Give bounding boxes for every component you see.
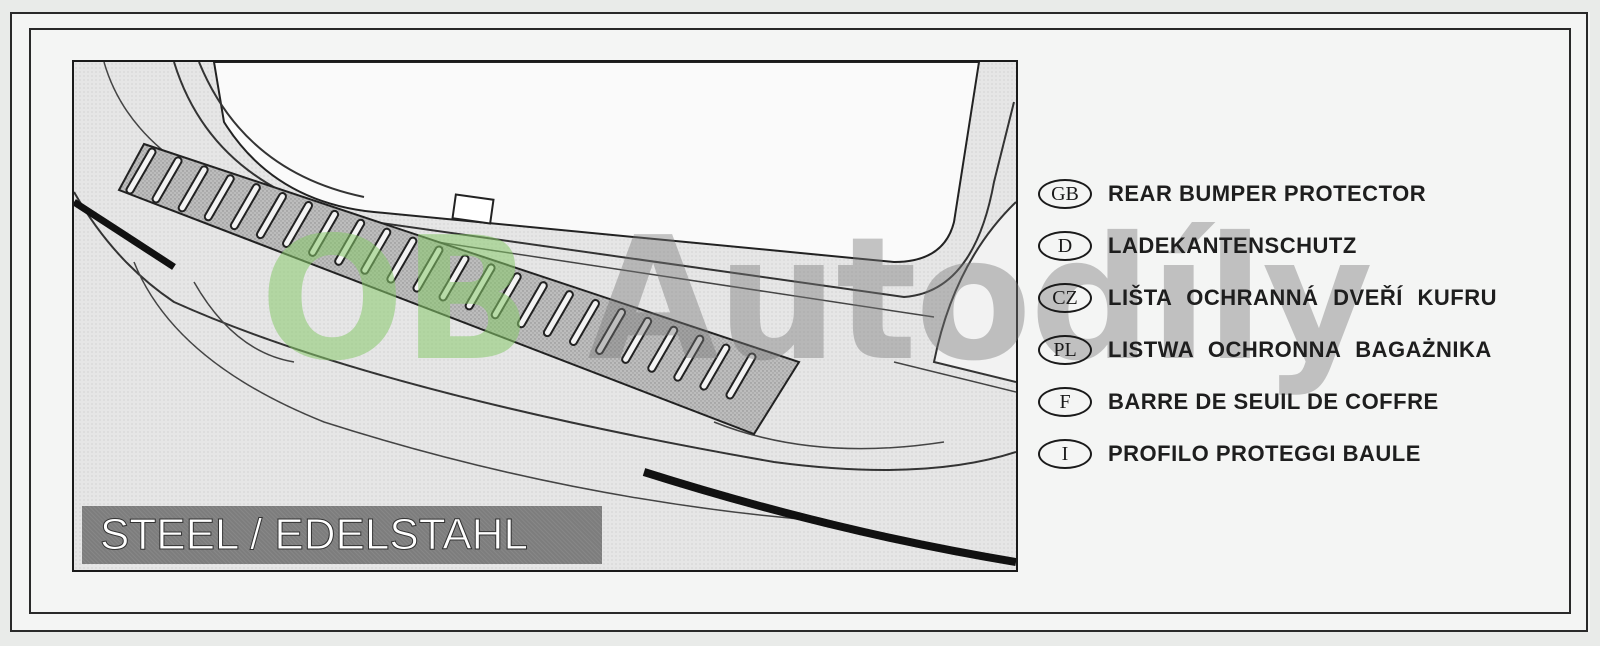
plate-slot-inner xyxy=(414,247,442,291)
plate-slot-inner xyxy=(597,309,625,353)
plate-slot-inner xyxy=(388,238,416,282)
legend-row-i: I PROFILO PROTEGGI BAULE xyxy=(1038,428,1578,480)
plate-slot-inner xyxy=(284,202,312,246)
lang-badge-gb: GB xyxy=(1038,179,1092,209)
bumper-illustration xyxy=(72,60,1018,572)
plate-slot-inner xyxy=(440,256,468,300)
material-label: STEEL / EDELSTAHL xyxy=(82,506,602,564)
plate-slot-inner xyxy=(675,336,703,380)
lang-badge-f: F xyxy=(1038,387,1092,417)
plate-slot-inner xyxy=(727,354,755,398)
plate-slot-inner xyxy=(336,220,364,264)
legend-text-gb: REAR BUMPER PROTECTOR xyxy=(1108,181,1427,206)
plate-slot-inner xyxy=(257,194,285,238)
language-legend: GB REAR BUMPER PROTECTOR D LADEKANTENSCH… xyxy=(1038,168,1578,480)
plate-slot-inner xyxy=(570,301,598,345)
plate-slot-inner xyxy=(544,292,572,336)
plate-slot-inner xyxy=(310,211,338,255)
car-rear-drawing xyxy=(74,62,1016,570)
legend-row-f: F BARRE DE SEUIL DE COFFRE xyxy=(1038,376,1578,428)
lang-badge-d: D xyxy=(1038,231,1092,261)
lang-badge-pl: PL xyxy=(1038,335,1092,365)
outer-frame xyxy=(10,12,1588,632)
inner-frame xyxy=(29,28,1571,614)
plate-slot-inner xyxy=(127,149,155,193)
legend-text-i: PROFILO PROTEGGI BAULE xyxy=(1108,441,1421,466)
legend-row-cz: CZ LIŠTA OCHRANNÁ DVEŘÍ KUFRU xyxy=(1038,272,1578,324)
legend-text-d: LADEKANTENSCHUTZ xyxy=(1108,233,1357,258)
plate-slot-inner xyxy=(205,176,233,220)
plate-slot-inner xyxy=(153,158,181,202)
legend-row-gb: GB REAR BUMPER PROTECTOR xyxy=(1038,168,1578,220)
plate-slot-inner xyxy=(701,345,729,389)
legend-text-f: BARRE DE SEUIL DE COFFRE xyxy=(1108,389,1439,414)
plate-slot-inner xyxy=(231,185,259,229)
plate-slot-inner xyxy=(623,318,651,362)
lang-badge-cz: CZ xyxy=(1038,283,1092,313)
plate-slot-inner xyxy=(362,229,390,273)
plate-slot-inner xyxy=(466,265,494,309)
plate-slot-inner xyxy=(649,327,677,371)
plate-slot-inner xyxy=(179,167,207,211)
legend-text-pl: LISTWA OCHRONNA BAGAŻNIKA xyxy=(1108,337,1492,362)
legend-row-d: D LADEKANTENSCHUTZ xyxy=(1038,220,1578,272)
legend-row-pl: PL LISTWA OCHRONNA BAGAŻNIKA xyxy=(1038,324,1578,376)
plate-slot-inner xyxy=(518,283,546,327)
lang-badge-i: I xyxy=(1038,439,1092,469)
legend-text-cz: LIŠTA OCHRANNÁ DVEŘÍ KUFRU xyxy=(1108,285,1497,310)
plate-slot-inner xyxy=(492,274,520,318)
